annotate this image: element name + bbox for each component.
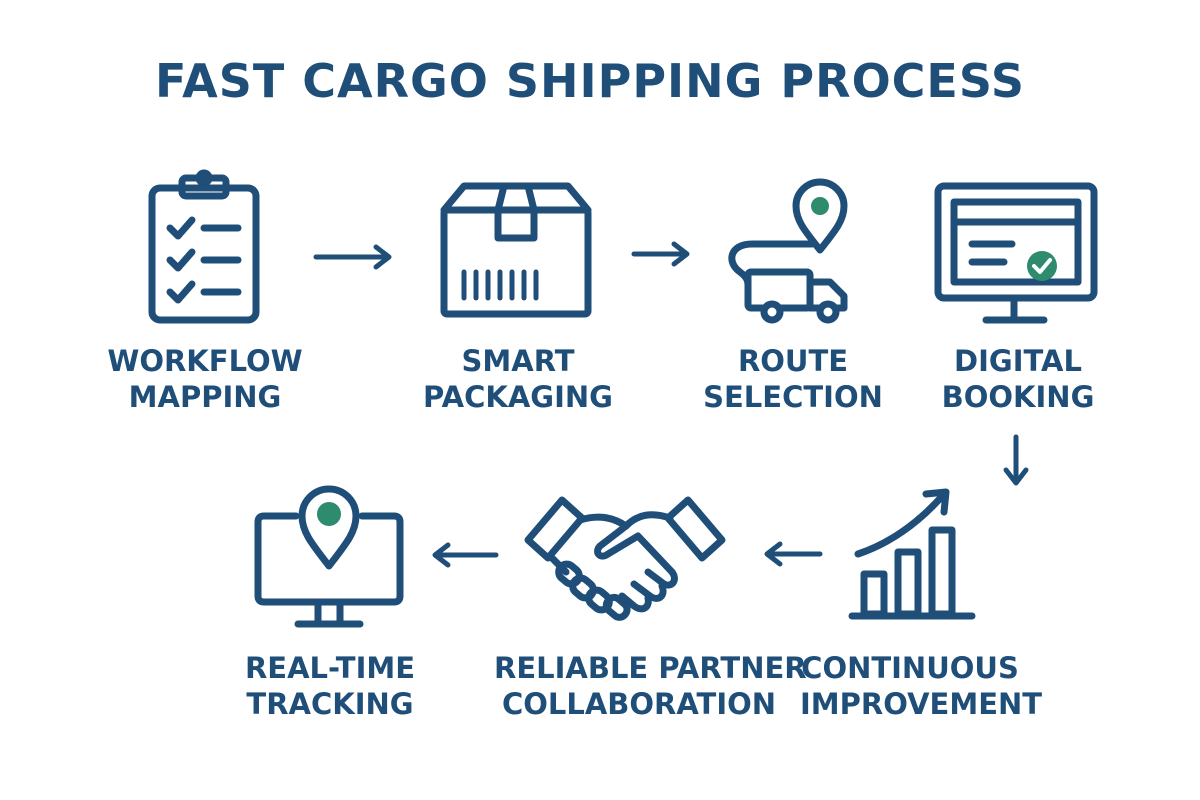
arrow-right-icon [313,244,392,270]
arrow-down-icon [1003,434,1029,486]
monitor-booking-icon [934,182,1098,324]
clipboard-checklist-icon [148,169,260,324]
route-truck-icon [728,178,848,324]
diagram-title: FAST CARGO SHIPPING PROCESS [154,54,1026,108]
growth-chart-icon [848,488,976,620]
arrow-left-icon [764,541,823,567]
arrow-right-icon [631,241,690,267]
handshake-icon [524,496,726,621]
arrow-left-icon [432,542,499,568]
package-box-icon [440,182,592,318]
monitor-location-icon [254,485,404,628]
